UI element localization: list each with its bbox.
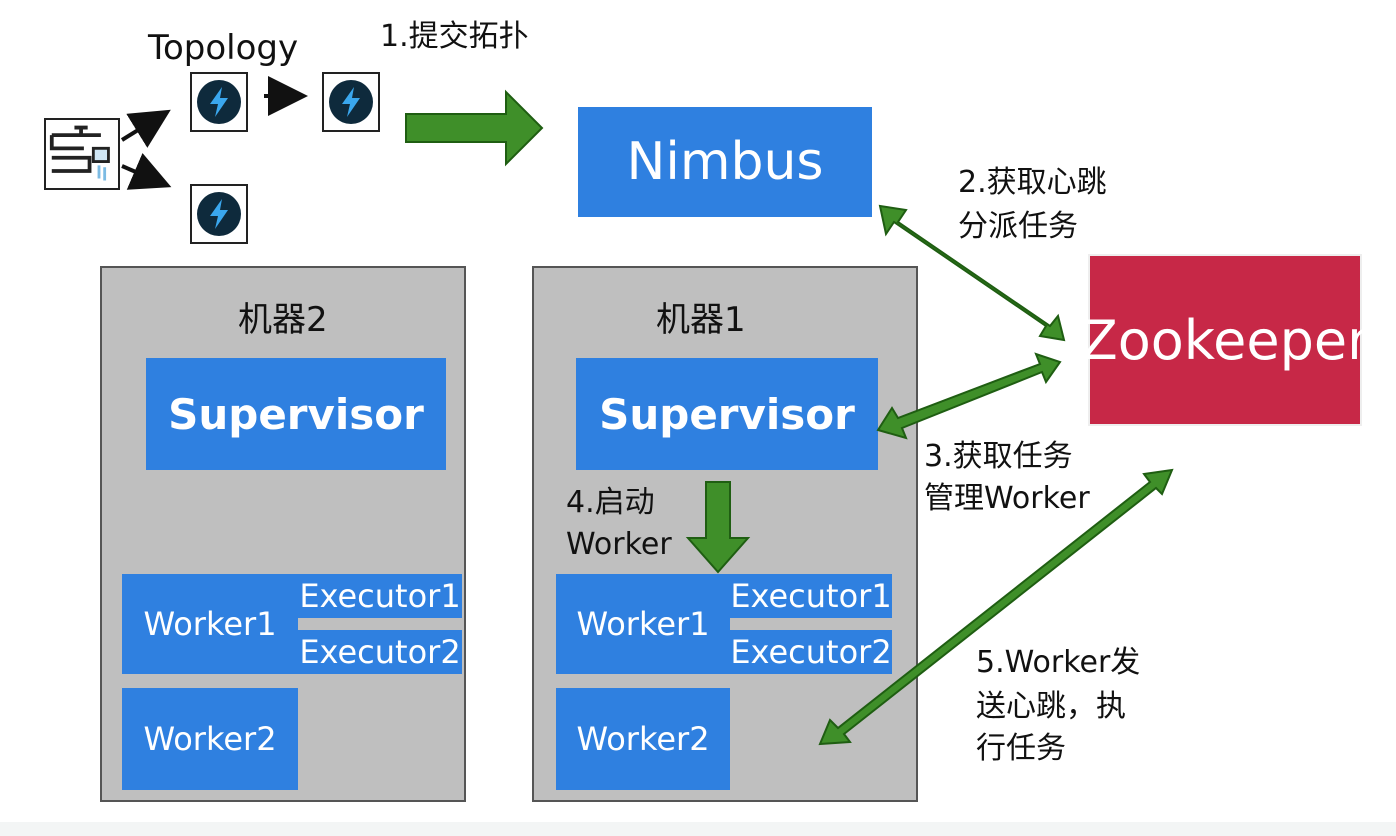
step-worker-line1: 5.Worker发 bbox=[976, 645, 1141, 680]
worker2-label: Worker2 bbox=[143, 720, 277, 758]
zookeeper-node: Zookeeper bbox=[1081, 254, 1369, 426]
executor1-label: Executor1 bbox=[299, 577, 461, 615]
worker2-label: Worker2 bbox=[576, 720, 710, 758]
worker1-label: Worker1 bbox=[576, 605, 710, 643]
step-worker-line2: 送心跳，执 bbox=[976, 689, 1126, 724]
lightning-bolt-icon bbox=[329, 80, 373, 124]
step-fetch-line1: 3.获取任务 bbox=[924, 439, 1073, 474]
bolt-node-1 bbox=[190, 72, 248, 132]
zookeeper-label: Zookeeper bbox=[1080, 308, 1370, 372]
step-fetch-line2: 管理Worker bbox=[924, 481, 1090, 516]
lightning-bolt-icon bbox=[197, 80, 241, 124]
machine-1-executor1: Executor1 bbox=[730, 574, 892, 618]
executor2-label: Executor2 bbox=[730, 633, 892, 671]
worker1-label: Worker1 bbox=[143, 605, 277, 643]
bolt-node-2 bbox=[322, 72, 380, 132]
machine-1-worker2: Worker2 bbox=[556, 688, 730, 790]
topology-label: Topology bbox=[148, 28, 299, 68]
machine-1-title: 机器1 bbox=[656, 300, 746, 340]
spout-to-bolt1-arrow bbox=[120, 109, 171, 148]
lightning-bolt-icon bbox=[197, 192, 241, 236]
step-submit-label: 1.提交拓扑 bbox=[380, 19, 529, 54]
supervisor-label: Supervisor bbox=[599, 389, 855, 439]
machine-1-worker1: Worker1 bbox=[556, 574, 730, 674]
submit-arrow bbox=[405, 89, 544, 167]
step-heartbeat-line2: 分派任务 bbox=[958, 209, 1078, 244]
machine-2-supervisor: Supervisor bbox=[146, 358, 446, 470]
spout-faucet-icon bbox=[44, 118, 120, 190]
machine-2-executor2: Executor2 bbox=[298, 630, 462, 674]
step-start-line1: 4.启动 bbox=[566, 485, 655, 520]
nimbus-label: Nimbus bbox=[626, 132, 824, 192]
machine-1-supervisor: Supervisor bbox=[576, 358, 878, 470]
step-start-line2: Worker bbox=[566, 527, 672, 562]
supervisor-label: Supervisor bbox=[168, 389, 424, 439]
machine-2-worker2: Worker2 bbox=[122, 688, 298, 790]
machine-2-worker1: Worker1 bbox=[122, 574, 298, 674]
bolt-node-3 bbox=[190, 184, 248, 244]
machine-2-title: 机器2 bbox=[238, 300, 328, 340]
spout-to-bolt3-arrow bbox=[121, 153, 172, 190]
step-heartbeat-line1: 2.获取心跳 bbox=[958, 165, 1107, 200]
machine-2-executor1: Executor1 bbox=[298, 574, 462, 618]
executor2-label: Executor2 bbox=[299, 633, 461, 671]
step-worker-line3: 行任务 bbox=[976, 731, 1066, 766]
nimbus-node: Nimbus bbox=[578, 107, 872, 217]
machine-1-executor2: Executor2 bbox=[730, 630, 892, 674]
executor1-label: Executor1 bbox=[730, 577, 892, 615]
footer-band bbox=[0, 822, 1396, 836]
